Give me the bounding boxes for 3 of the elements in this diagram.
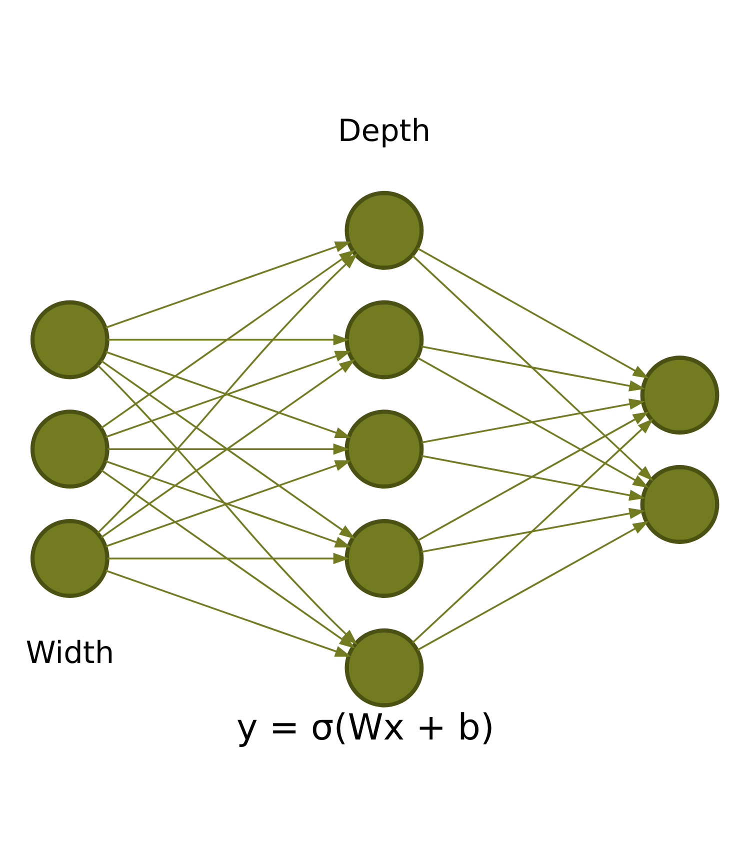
label: Width (26, 636, 114, 672)
caption: y = σ(Wx + b) (236, 708, 494, 749)
label: Depth (338, 114, 431, 150)
